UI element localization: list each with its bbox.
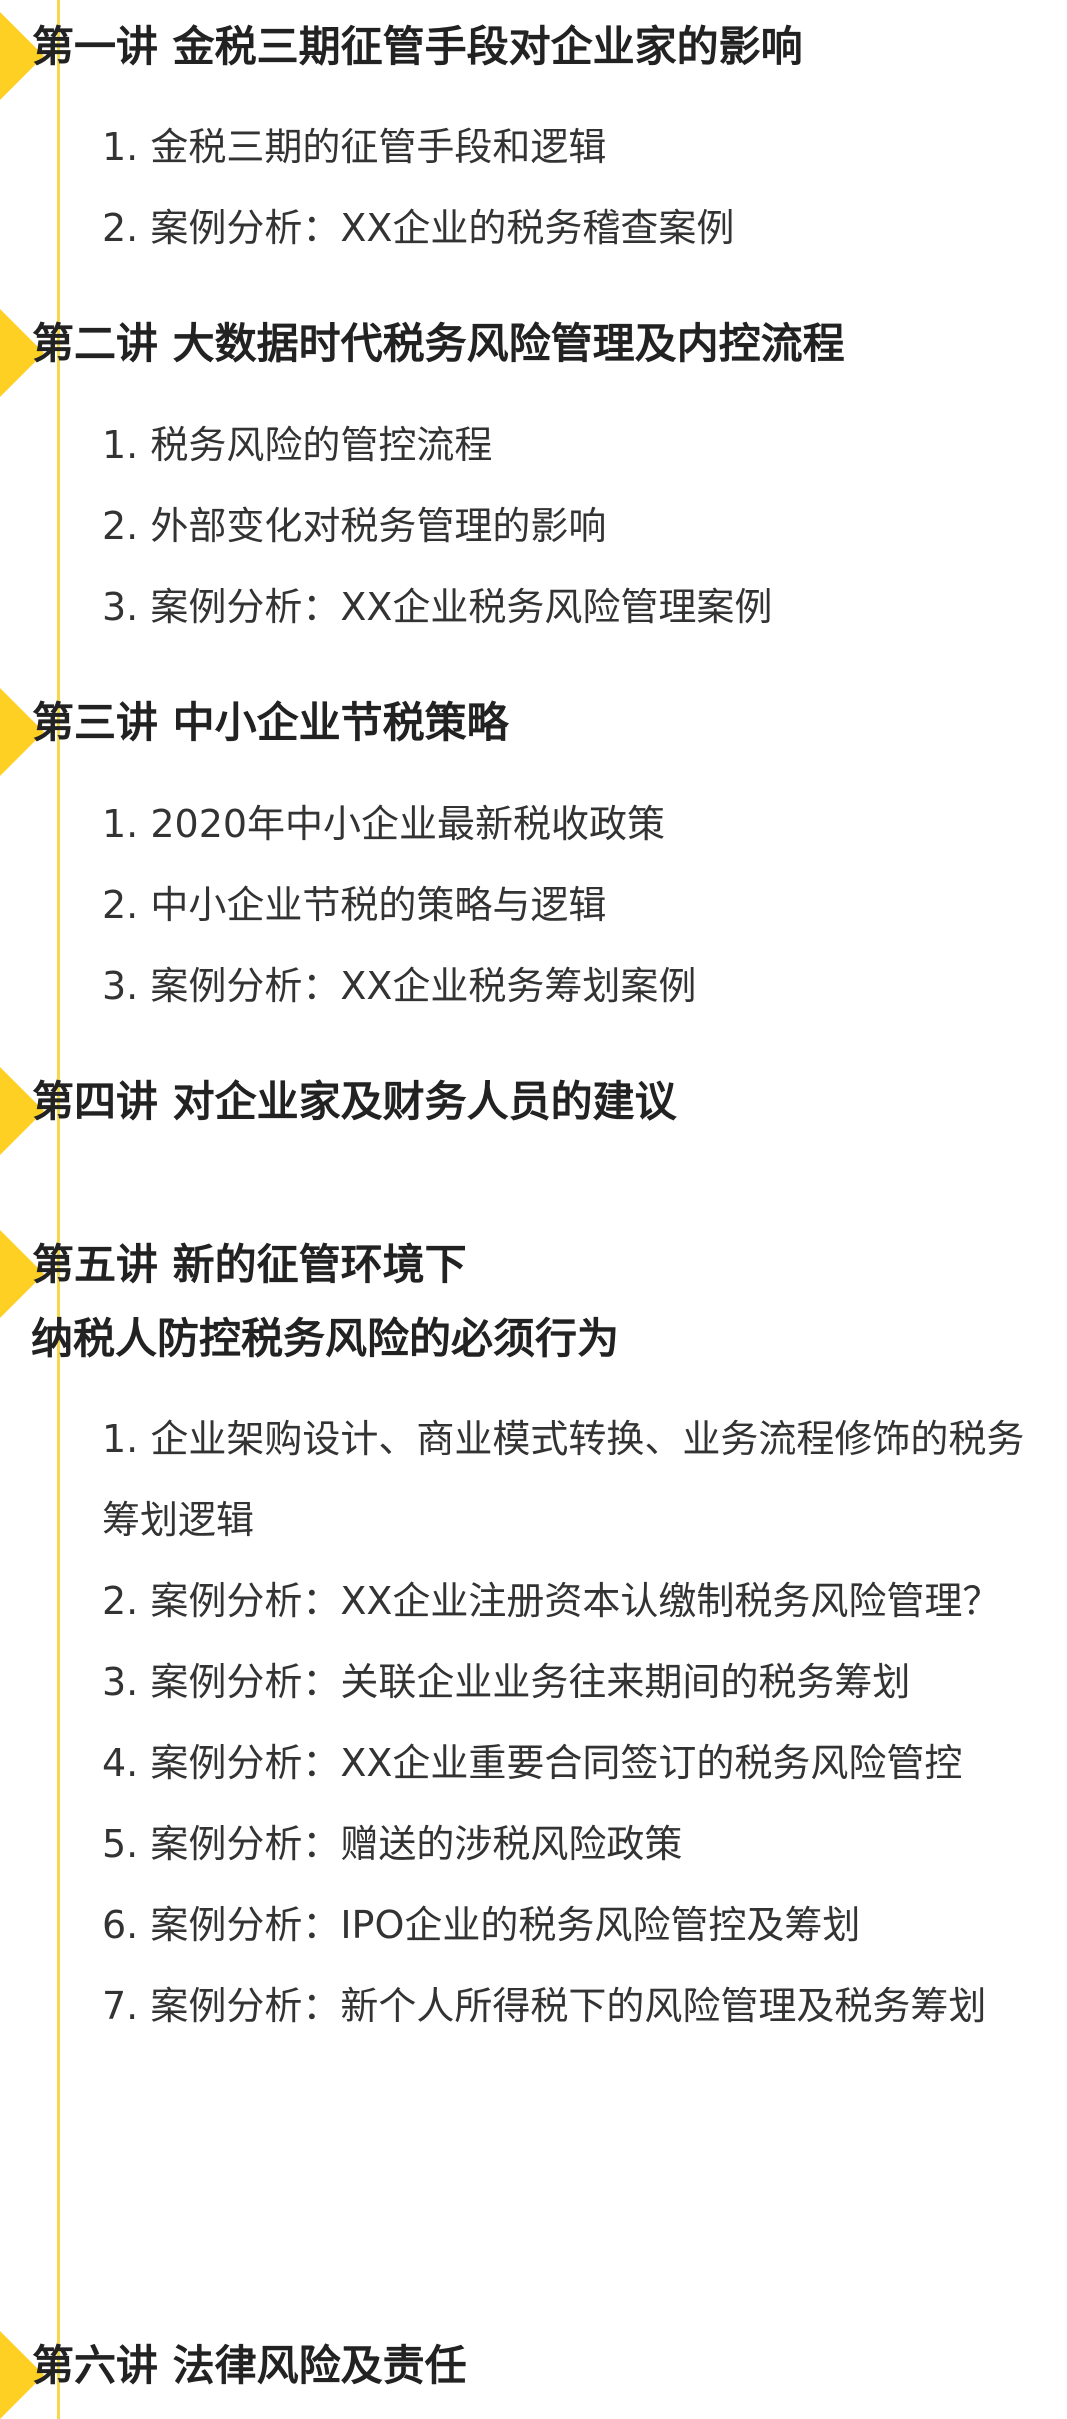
lecture-item: 3. 案例分析：关联企业业务往来期间的税务筹划 [102, 1660, 911, 1704]
lecture-title-line: 第五讲 新的征管环境下 [32, 1240, 467, 1289]
lecture-marker-icon [0, 1067, 44, 1155]
lecture-marker-icon [0, 1230, 44, 1318]
lecture-item: 7. 案例分析：新个人所得税下的风险管理及税务筹划 [102, 1984, 987, 2028]
lecture-marker-icon [0, 688, 44, 776]
lecture-title: 第五讲 新的征管环境下 纳税人防控税务风险的必须行为 [31, 1228, 1032, 1376]
lecture-item: 2. 案例分析：XX企业的税务稽查案例 [102, 206, 735, 250]
lecture-item: 2. 案例分析：XX企业注册资本认缴制税务风险管理？ [102, 1579, 1001, 1623]
lecture-marker-icon [0, 2331, 44, 2419]
lecture-item-list: 1. 税务风险的管控流程 2. 外部变化对税务管理的影响 3. 案例分析：XX企… [102, 405, 1062, 648]
lecture-item: 3. 案例分析：XX企业税务筹划案例 [102, 964, 697, 1008]
lecture-marker-icon [0, 12, 44, 100]
lecture-item: 2. 中小企业节税的策略与逻辑 [102, 883, 607, 927]
lecture-item: 1. 金税三期的征管手段和逻辑 [102, 125, 607, 169]
lecture-item: 1. 企业架购设计、商业模式转换、业务流程修饰的税务筹划逻辑 [102, 1417, 1025, 1542]
lecture-title: 第四讲 对企业家及财务人员的建议 [32, 1077, 677, 1126]
lecture-item-list: 1. 金税三期的征管手段和逻辑 2. 案例分析：XX企业的税务稽查案例 [102, 107, 1062, 269]
lecture-item-list: 1. 企业架购设计、商业模式转换、业务流程修饰的税务筹划逻辑 2. 案例分析：X… [102, 1399, 1062, 2047]
lecture-item: 5. 案例分析：赠送的涉税风险政策 [102, 1822, 683, 1866]
lecture-title: 第六讲 法律风险及责任 [32, 2341, 467, 2390]
lecture-item: 1. 2020年中小企业最新税收政策 [102, 802, 666, 846]
lecture-item: 3. 案例分析：XX企业税务风险管理案例 [102, 585, 773, 629]
lecture-title: 第一讲 金税三期征管手段对企业家的影响 [32, 22, 803, 71]
lecture-item: 4. 案例分析：XX企业重要合同签订的税务风险管控 [102, 1741, 963, 1785]
lecture-item: 1. 税务风险的管控流程 [102, 423, 493, 467]
timeline-line [57, 0, 60, 2419]
lecture-item: 6. 案例分析：IPO企业的税务风险管控及筹划 [102, 1903, 861, 1947]
lecture-item: 2. 外部变化对税务管理的影响 [102, 504, 607, 548]
lecture-title-line: 纳税人防控税务风险的必须行为 [31, 1314, 620, 1363]
lecture-title: 第二讲 大数据时代税务风险管理及内控流程 [32, 319, 845, 368]
lecture-item-list: 1. 2020年中小企业最新税收政策 2. 中小企业节税的策略与逻辑 3. 案例… [102, 784, 1062, 1027]
lecture-marker-icon [0, 309, 44, 397]
lecture-title: 第三讲 中小企业节税策略 [32, 698, 509, 747]
